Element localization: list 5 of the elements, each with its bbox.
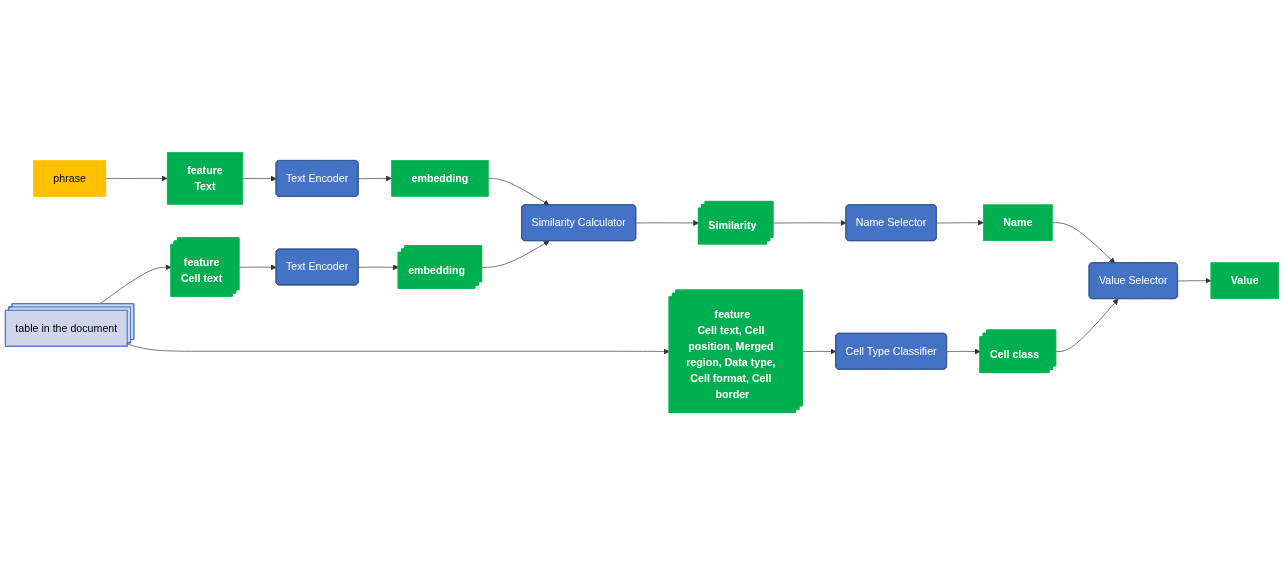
node-box: Name [983, 204, 1053, 242]
node-box: phrase [33, 160, 107, 197]
node-box: embedding [391, 160, 489, 197]
node-box: Value [1210, 262, 1279, 299]
node-box: feature Text [166, 152, 244, 205]
